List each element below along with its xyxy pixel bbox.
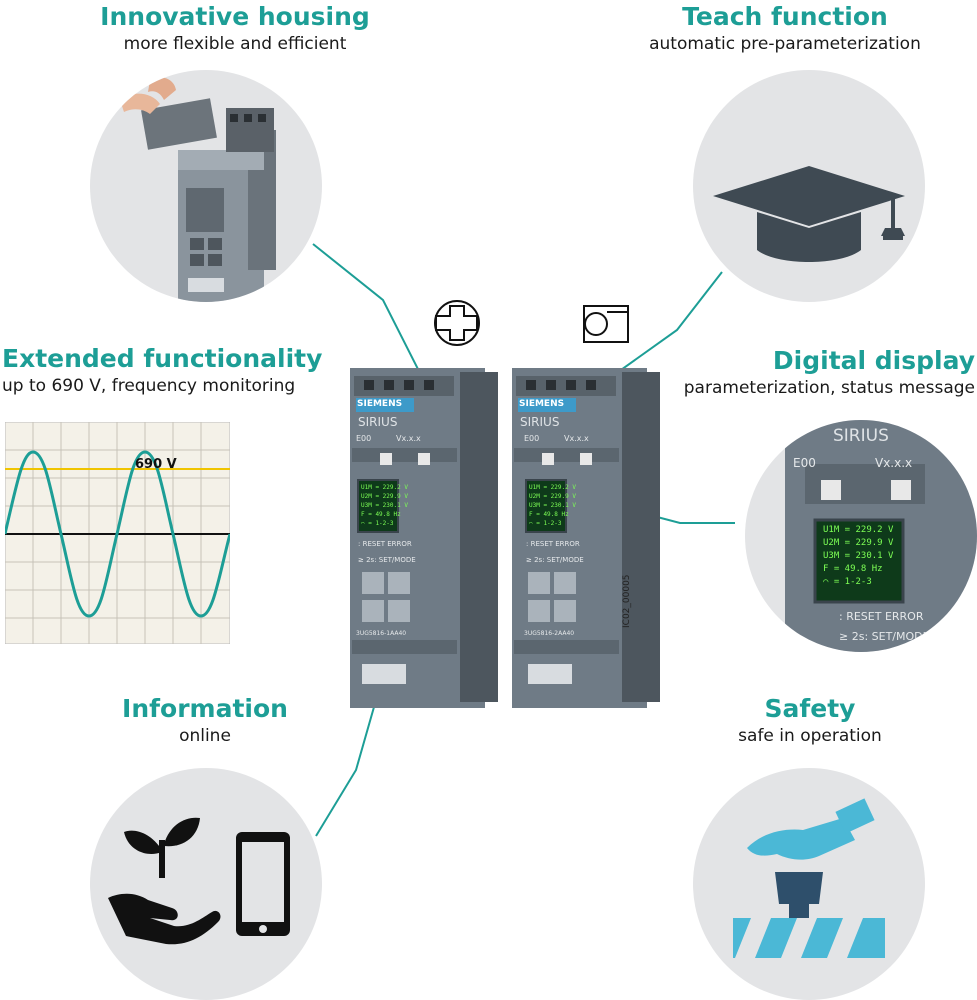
display-line: U3M = 230.1 V	[361, 502, 408, 509]
order-number: 3UG5816-1AA40	[356, 630, 407, 637]
display-line: U3M = 230.1 V	[823, 551, 894, 561]
version-label: Vx.x.x	[564, 434, 589, 443]
graduation-cap-icon	[713, 166, 905, 262]
feature-title: Teach function	[682, 2, 888, 31]
housing-module-illustration	[120, 77, 276, 302]
zoom-error-code: E00	[793, 456, 816, 470]
information-circle	[90, 768, 322, 1000]
set-label: ≥ 2s: SET/MODE	[526, 556, 584, 564]
feature-display: Digital display parameterization, status…	[625, 346, 975, 400]
display-line: U1M = 229.2 V	[529, 484, 576, 491]
zoom-reset-label: : RESET ERROR	[839, 610, 924, 623]
display-zoom-illustration	[785, 420, 977, 652]
relay-symbol	[583, 305, 629, 343]
feature-extended: Extended functionality up to 690 V, freq…	[2, 344, 342, 398]
waveform-chart: 690 V	[5, 422, 230, 644]
version-label: Vx.x.x	[396, 434, 421, 443]
display-line: F = 49.8 Hz	[823, 564, 883, 574]
safety-circle	[693, 768, 925, 1000]
information-icons	[108, 817, 290, 945]
sine-wave	[5, 450, 230, 618]
display-line: U1M = 229.2 V	[823, 525, 894, 535]
feature-subtitle: parameterization, status message	[683, 378, 975, 398]
order-number: 3UG5816-2AA40	[524, 630, 575, 637]
set-label: ≥ 2s: SET/MODE	[358, 556, 416, 564]
display-line: F = 49.8 Hz	[529, 511, 569, 518]
connector-housing	[312, 243, 426, 384]
drawing-id: IC02_00005	[622, 574, 632, 628]
hand-icon	[747, 798, 875, 860]
display-readout: U1M = 229.2 V U2M = 229.9 V U3M = 230.1 …	[361, 483, 408, 528]
feature-housing: Innovative housing more flexible and eff…	[60, 2, 410, 56]
series-label: SIRIUS	[520, 415, 560, 429]
brand-label: SIEMENS	[519, 399, 565, 409]
display-line: U1M = 229.2 V	[361, 484, 408, 491]
plant-in-hand-icon	[108, 817, 221, 945]
display-readout: U1M = 229.2 V U2M = 229.9 V U3M = 230.1 …	[529, 483, 576, 528]
reset-label: : RESET ERROR	[526, 540, 580, 548]
feature-title: Innovative housing	[100, 2, 370, 31]
feature-information: Information online	[80, 694, 330, 748]
display-zoom-circle: SIRIUS E00 Vx.x.x U1M = 229.2 V U2M = 22…	[745, 420, 977, 652]
feature-subtitle: safe in operation	[738, 726, 882, 746]
base-plate-icon	[733, 918, 885, 958]
display-line: F = 49.8 Hz	[361, 511, 401, 518]
feature-subtitle: up to 690 V, frequency monitoring	[2, 376, 296, 396]
reset-label: : RESET ERROR	[358, 540, 412, 548]
feature-title: Information	[122, 694, 288, 723]
display-line: U2M = 229.9 V	[529, 493, 576, 500]
display-line: U3M = 230.1 V	[529, 502, 576, 509]
brand-label: SIEMENS	[357, 399, 403, 409]
voltage-label: 690 V	[135, 457, 177, 472]
housing-circle	[90, 70, 322, 302]
smartphone-icon	[236, 832, 290, 936]
cross-circle-symbol	[434, 300, 480, 346]
error-code: E00	[356, 434, 372, 443]
display-line: ⌒ = 1-2-3	[361, 520, 394, 527]
feature-subtitle: more flexible and efficient	[123, 34, 347, 54]
safety-illustration	[733, 798, 885, 958]
display-line: ⌒ = 1-2-3	[823, 577, 872, 587]
feature-safety: Safety safe in operation	[685, 694, 935, 748]
zoom-version: Vx.x.x	[875, 456, 913, 470]
feature-title: Extended functionality	[2, 344, 323, 373]
device-left: SIEMENS SIRIUS E00 Vx.x.x U1M = 229.2 V …	[350, 368, 498, 708]
series-label: SIRIUS	[358, 415, 398, 429]
zoom-display-readout: U1M = 229.2 V U2M = 229.9 V U3M = 230.1 …	[823, 524, 893, 589]
feature-title: Digital display	[772, 346, 975, 375]
display-line: U2M = 229.9 V	[823, 538, 894, 548]
feature-teach: Teach function automatic pre-parameteriz…	[610, 2, 960, 56]
error-code: E00	[524, 434, 540, 443]
device-right: SIEMENS SIRIUS E00 Vx.x.x U1M = 229.2 V …	[512, 368, 660, 708]
teach-circle	[693, 70, 925, 302]
display-line: U2M = 229.9 V	[361, 493, 408, 500]
feature-subtitle: automatic pre-parameterization	[649, 34, 921, 54]
zoom-series-label: SIRIUS	[833, 426, 889, 446]
zoom-set-label: ≥ 2s: SET/MODE	[839, 630, 930, 643]
emergency-stop-button-icon	[775, 872, 823, 918]
feature-title: Safety	[764, 694, 856, 723]
feature-subtitle: online	[179, 726, 231, 746]
display-line: ⌒ = 1-2-3	[529, 520, 562, 527]
